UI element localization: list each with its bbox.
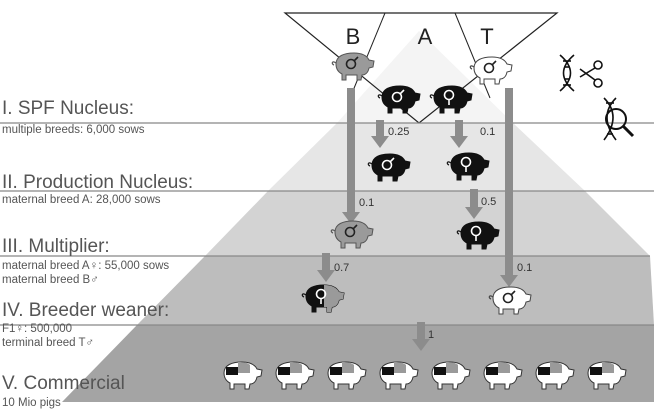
commercial-pig-icon xyxy=(431,361,471,390)
arrow-mult-left-down xyxy=(317,253,335,282)
pig-breed-a-female-icon xyxy=(429,85,473,114)
breed-label-a: A xyxy=(418,24,433,49)
dna-scissors-icon xyxy=(559,54,603,92)
arrow-t-down xyxy=(500,88,518,287)
pig-f1-female-icon xyxy=(301,284,345,313)
arrow-b-down xyxy=(342,88,360,224)
level-3-title: III. Multiplier: xyxy=(2,236,110,257)
level-4-detail-2: terminal breed T♂ xyxy=(2,337,95,349)
tier-multiplier xyxy=(205,191,650,256)
pig-pn-male-icon xyxy=(367,153,411,182)
flow-value-pn-right: 0.5 xyxy=(481,196,496,208)
flow-value-a-right: 0.1 xyxy=(480,126,495,138)
pig-multiplier-a-female-icon xyxy=(456,221,500,250)
flow-value-a-left: 0.25 xyxy=(388,126,409,138)
level-4-title: IV. Breeder weaner: xyxy=(2,300,170,321)
arrow-breeder-down xyxy=(412,322,430,351)
level-5-title: V. Commercial xyxy=(2,373,125,394)
pig-breed-a-male-icon xyxy=(377,85,421,114)
breed-label-t: T xyxy=(480,24,493,49)
pig-t-male-icon xyxy=(488,286,532,315)
dna-magnifier-icon xyxy=(603,97,635,141)
commercial-pigs xyxy=(223,361,627,390)
level-1-title: I. SPF Nucleus: xyxy=(2,98,134,119)
commercial-pig-icon xyxy=(587,361,627,390)
commercial-pig-icon xyxy=(275,361,315,390)
tier-production-nucleus xyxy=(268,123,585,191)
level-3-detail-1: maternal breed A♀: 55,000 sows xyxy=(2,260,170,272)
level-1-detail: multiple breeds: 6,000 sows xyxy=(2,124,145,136)
tier-commercial xyxy=(62,325,654,402)
triangle-divider-left xyxy=(349,12,386,99)
flow-value-mult-left: 0.7 xyxy=(334,262,349,274)
tier-breeder-weaner xyxy=(137,256,654,325)
arrow-a-right-down xyxy=(450,120,468,148)
arrow-a-left-down xyxy=(371,120,389,148)
commercial-pig-icon xyxy=(483,361,523,390)
level-2-detail: maternal breed A: 28,000 sows xyxy=(2,194,161,206)
commercial-pig-icon xyxy=(223,361,263,390)
commercial-pig-icon xyxy=(327,361,367,390)
flow-value-pn-left: 0.1 xyxy=(359,197,374,209)
flow-value-breeder: 1 xyxy=(428,329,434,341)
level-4-detail-1: F1♀: 500,000 xyxy=(2,323,73,335)
pig-breed-t-male-icon xyxy=(469,56,513,85)
breed-label-b: B xyxy=(346,24,361,49)
level-5-detail: 10 Mio pigs xyxy=(2,397,61,409)
flow-value-t-right: 0.1 xyxy=(517,262,532,274)
commercial-pig-icon xyxy=(379,361,419,390)
arrow-pn-right-down xyxy=(465,189,483,219)
pig-multiplier-b-male-icon xyxy=(330,220,374,249)
level-3-detail-2: maternal breed B♂ xyxy=(2,274,99,286)
level-2-title: II. Production Nucleus: xyxy=(2,172,194,193)
pig-pn-female-icon xyxy=(446,152,490,181)
commercial-pig-icon xyxy=(535,361,575,390)
pig-breed-b-male-icon xyxy=(331,52,375,81)
